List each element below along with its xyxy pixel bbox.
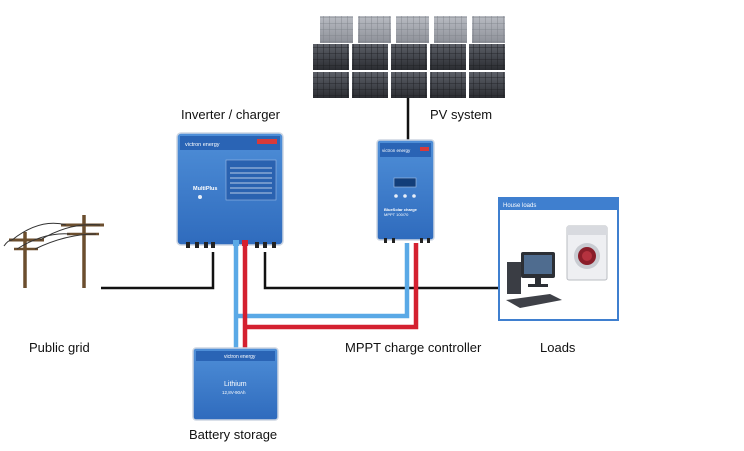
inverter-red-badge xyxy=(257,139,277,144)
utility-pole-icon xyxy=(3,215,104,288)
pv-array xyxy=(313,16,505,98)
mppt-model2-text: MPPT 100/70 xyxy=(384,212,409,217)
mppt-negative-cable xyxy=(236,243,410,319)
battery-spec-text: 12,8V-90Ah xyxy=(222,390,246,395)
battery-brand-text: victron energy xyxy=(224,354,256,360)
house-loads-panel: House loads xyxy=(498,197,619,321)
inverter-label: Inverter / charger xyxy=(181,107,281,122)
public-grid-label: Public grid xyxy=(29,340,90,355)
inverter-terminals xyxy=(186,242,276,248)
mppt-label: MPPT charge controller xyxy=(345,340,482,355)
wiring xyxy=(101,98,500,348)
loads-ac-cable xyxy=(263,252,500,290)
inverter-model-text: MultiPlus xyxy=(193,186,217,192)
pv-system-label: PV system xyxy=(430,107,492,122)
inverter-brand-text: victron energy xyxy=(185,142,220,148)
mppt-terminals xyxy=(384,238,430,243)
battery-type-text: Lithium xyxy=(224,381,247,388)
mppt-red-badge xyxy=(420,147,429,151)
inverter-charger: victron energy MultiPlus xyxy=(176,132,284,248)
solar-panel-front-row xyxy=(313,72,505,98)
battery-storage-label: Battery storage xyxy=(189,427,277,442)
solar-panel-middle-row xyxy=(313,44,505,70)
computer-icon xyxy=(506,252,562,308)
mppt-brand-text: victron energy xyxy=(382,148,411,153)
mppt-positive-cable xyxy=(245,243,419,330)
washing-machine-icon xyxy=(566,225,608,281)
solar-panel-back-row xyxy=(320,16,505,43)
mppt-model-text: BlueSolar charge xyxy=(384,207,418,212)
mppt-display xyxy=(393,177,417,188)
house-loads-title: House loads xyxy=(503,203,536,209)
loads-label: Loads xyxy=(540,340,576,355)
mppt-controller: victron energy BlueSolar charge MPPT 100… xyxy=(376,139,435,243)
inverter-switch-icon xyxy=(198,195,202,199)
grid-ac-cable xyxy=(101,252,215,290)
inverter-negative-terminal xyxy=(233,240,239,246)
inverter-positive-terminal xyxy=(242,240,248,246)
battery: victron energy Lithium 12,8V-90Ah xyxy=(192,347,279,421)
